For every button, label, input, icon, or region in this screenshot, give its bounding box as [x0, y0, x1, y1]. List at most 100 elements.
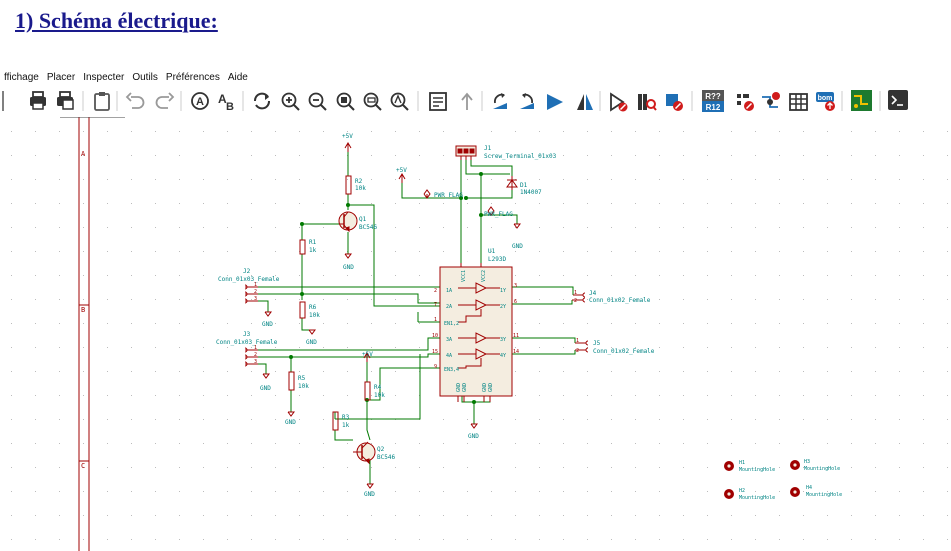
mirror-v-icon[interactable] [577, 94, 593, 110]
refresh-icon[interactable] [254, 92, 270, 110]
symbol-editor-icon[interactable] [610, 92, 628, 112]
power-symbols [262, 142, 521, 489]
menu-help[interactable]: Aide [227, 72, 248, 83]
r3-ref: R3 [342, 414, 350, 421]
h3-mounting-hole[interactable] [790, 460, 800, 470]
u1-driver-ic[interactable] [439, 263, 513, 402]
zoom-selection-icon[interactable] [390, 92, 409, 111]
u1-ref: U1 [488, 248, 496, 255]
svg-text:A: A [196, 96, 204, 108]
vcc-label-r4: +5V [362, 351, 373, 358]
zoom-in-icon[interactable] [281, 92, 300, 111]
gnd-label-q2: GND [364, 491, 375, 498]
plot-icon[interactable] [57, 91, 74, 110]
u1-pin-name: 1Y [500, 288, 506, 294]
j5-pin-num: 2 [576, 348, 579, 354]
r1-value: 1k [309, 247, 317, 254]
redo-icon[interactable] [155, 92, 175, 109]
annotate-icon[interactable]: R?? R12 [702, 90, 724, 112]
rotate-cw-icon[interactable] [520, 93, 534, 109]
r2-resistor[interactable] [345, 175, 352, 195]
zoom-out-icon[interactable] [308, 92, 327, 111]
u1-pin-name: EN3,4 [444, 367, 459, 373]
rotate-ccw-icon[interactable] [493, 93, 507, 109]
j4-connector[interactable] [572, 292, 586, 303]
j2-pin-num: 1 [254, 282, 257, 288]
h2-mounting-hole[interactable] [724, 489, 734, 499]
r4-resistor[interactable] [364, 381, 371, 401]
gnd-label-q1: GND [343, 264, 354, 271]
j2-connector[interactable] [244, 284, 258, 304]
j3-value: Conn_01x03_Female [216, 339, 278, 346]
menu-bar: ffichage Placer Inspecter Outils Préfére… [0, 71, 951, 85]
power-labels: +5V +5V +5V GND GND GND GND GND GND GND … [260, 133, 523, 498]
u1-pin-num: 10 [432, 333, 438, 339]
menu-tools[interactable]: Outils [132, 72, 158, 83]
h4-value: MountingHole [806, 492, 842, 498]
r1-ref: R1 [309, 239, 317, 246]
u1-pin-num: 1 [434, 317, 437, 323]
vcc-label-j1: +5V [396, 167, 407, 174]
scripting-console-icon[interactable] [888, 90, 908, 110]
pwr-flag-label-2: PWR_FLAG [484, 211, 513, 218]
find-replace-icon[interactable]: A B [218, 92, 234, 113]
menu-inspect[interactable]: Inspecter [83, 72, 125, 83]
schematic-canvas[interactable]: A B C [0, 117, 951, 551]
h4-ref: H4 [806, 485, 812, 491]
menu-preferences[interactable]: Préférences [165, 72, 220, 83]
u1-pin-num: 7 [434, 302, 437, 308]
d1-diode[interactable] [506, 176, 518, 190]
r2-value: 10k [355, 185, 366, 192]
q1-ref: Q1 [359, 216, 367, 223]
r6-resistor[interactable] [299, 301, 306, 319]
r3-resistor[interactable] [332, 411, 339, 431]
bom-generate-icon[interactable]: bom [816, 92, 835, 111]
r1-resistor[interactable] [299, 239, 306, 255]
footprint-assign-icon[interactable] [666, 94, 683, 111]
svg-text:B: B [226, 101, 234, 113]
netlist-icon[interactable] [762, 92, 780, 108]
u1-value: L293D [488, 256, 506, 263]
h4-mounting-hole[interactable] [790, 487, 800, 497]
paste-icon[interactable] [94, 92, 110, 111]
bom-table-icon[interactable] [789, 93, 808, 111]
j3-connector[interactable] [244, 347, 258, 367]
h1-mounting-hole[interactable] [724, 461, 734, 471]
j1-value: Screw_Terminal_01x03 [484, 153, 557, 160]
leave-sheet-icon[interactable] [461, 92, 473, 110]
u1-pin-name: GND [456, 383, 462, 392]
zoom-objects-icon[interactable] [363, 92, 382, 111]
frame-row-a: A [81, 150, 86, 158]
h3-ref: H3 [804, 459, 810, 465]
hierarchy-icon[interactable] [429, 92, 447, 111]
h1-ref: H1 [739, 460, 745, 466]
r5-resistor[interactable] [288, 371, 295, 391]
j5-connector[interactable] [575, 340, 589, 353]
u1-pin-name: EN1,2 [444, 321, 459, 327]
q1-transistor[interactable] [338, 211, 358, 233]
pcb-editor-icon[interactable] [851, 90, 872, 111]
find-icon[interactable]: A [191, 92, 209, 110]
j2-ref: J2 [243, 268, 251, 275]
q2-ref: Q2 [377, 446, 385, 453]
main-toolbar: A A B [2, 90, 908, 113]
erc-icon[interactable] [737, 94, 754, 111]
u1-pin-name: 3Y [500, 337, 506, 343]
r4-ref: R4 [374, 384, 382, 391]
q2-transistor[interactable] [353, 441, 376, 465]
u1-pin-name: 2A [446, 304, 452, 310]
q1-value: BC546 [359, 224, 377, 231]
u1-pin-name: GND [488, 383, 494, 392]
pwr-flag-label-1: PWR_FLAG [434, 192, 463, 199]
h1-value: MountingHole [739, 467, 775, 473]
symbol-browser-icon[interactable] [638, 94, 657, 111]
menu-view[interactable]: ffichage [4, 72, 39, 83]
print-icon[interactable] [30, 91, 46, 110]
j1-screw-terminal[interactable] [455, 145, 477, 160]
mirror-h-icon[interactable] [547, 94, 563, 110]
menu-place[interactable]: Placer [46, 72, 76, 83]
zoom-fit-icon[interactable] [336, 92, 355, 111]
u1-pin-name: GND [482, 383, 488, 392]
page-heading: 1) Schéma électrique: [15, 8, 218, 33]
undo-icon[interactable] [125, 92, 145, 109]
